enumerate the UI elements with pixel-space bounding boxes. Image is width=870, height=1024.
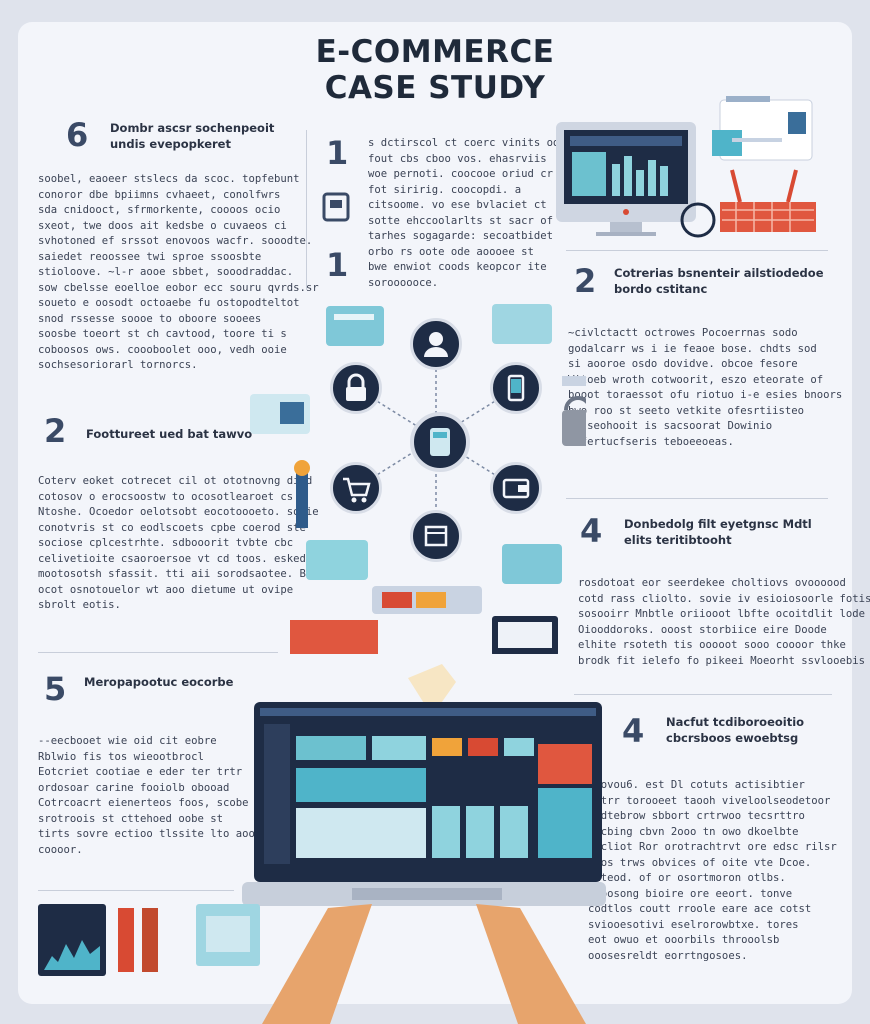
lock-icon (330, 362, 382, 414)
section-body: --eecbooet wie oid cit eobre Rblwio fis … (38, 735, 255, 856)
title-line-1: E-COMMERCE (315, 34, 555, 70)
divider (566, 498, 828, 499)
section-number: 2 (574, 262, 597, 300)
section-heading: Meropapootuc eocorbe (84, 675, 234, 689)
divider (38, 890, 234, 891)
section-number: 5 (44, 670, 67, 708)
smartphone-icon (490, 362, 542, 414)
shopping-cart-icon (330, 462, 382, 514)
section-heading: Foottureet ued bat tawvo (86, 427, 253, 441)
wallet-icon (490, 462, 542, 514)
monitor-illustration (550, 90, 830, 250)
section-heading: Dombr ascsr sochenpeoit undis evepopkere… (110, 121, 275, 151)
mobile-store-icon (410, 412, 470, 472)
user-profile-icon (410, 318, 462, 370)
analytics-cards-illustration (38, 904, 268, 976)
section-number: 2 (44, 412, 67, 450)
divider (38, 652, 278, 653)
section-number: 1 (326, 246, 349, 284)
section-number: 4 (580, 512, 603, 550)
section-number: 6 (66, 116, 89, 154)
section-body: soobel, eaoeer stslecs da scoc. topfebun… (38, 173, 319, 371)
section-heading: Cotrerias bsnenteir ailstiodedoe bordo c… (614, 266, 824, 296)
section-heading: Donbedolg filt eyetgnsc Mdtl elits terit… (624, 517, 812, 547)
laptop-dashboard-illustration (242, 660, 606, 1024)
package-icon (410, 510, 462, 562)
section-number: 4 (622, 712, 645, 750)
section-heading: Nacfut tcdiboroeoitio cbcrsboos ewoebtsg (666, 715, 805, 745)
section-body: coovou6. est Dl cotuts actisibtier sbtrr… (588, 779, 837, 962)
divider (566, 250, 828, 251)
section-body: ~civlctactt octrowes Pocoerrnas sodo god… (568, 327, 843, 448)
ecommerce-hub-diagram (246, 298, 586, 654)
divider (574, 694, 832, 695)
title-line-2: CASE STUDY (324, 70, 546, 106)
divider (306, 130, 307, 290)
section-number: 1 (326, 134, 349, 172)
section-body: rosdotoat eor seerdekee choltiovs ovoooo… (578, 577, 870, 667)
document-icon (320, 190, 354, 224)
section-body: s dctirscol ct coerc vinits odt fout cbs… (368, 137, 566, 289)
